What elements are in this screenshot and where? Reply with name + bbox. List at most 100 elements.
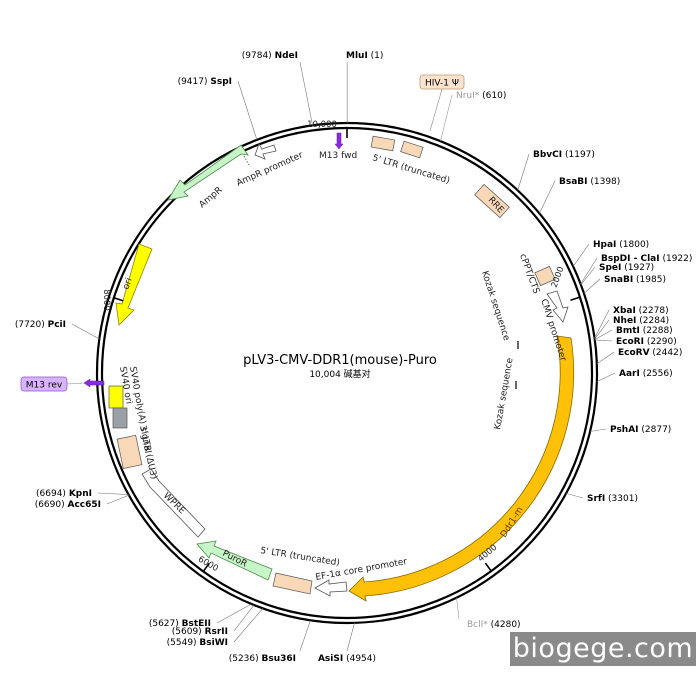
site-label: AarI (2556) (619, 369, 673, 379)
site-leader (71, 323, 100, 340)
label-ampr: AmpR (198, 185, 225, 210)
badge-hiv: HIV-1 Ψ (419, 74, 465, 132)
site-position: (2877) (639, 425, 672, 435)
feature-ori-arrow (115, 243, 153, 326)
feature-ltr5-top (370, 135, 424, 159)
site-bspdi: BspDI - ClaI (1922) (580, 254, 692, 285)
site-label: BbvCI (1197) (533, 150, 595, 160)
svg-text:HIV-1 Ψ: HIV-1 Ψ (425, 79, 459, 89)
site-leader (97, 492, 129, 495)
site-label: (5627) BstEII (149, 619, 211, 629)
site-ecori: EcoRI (2290) (594, 337, 677, 347)
label-wpre: WPRE (161, 491, 187, 517)
site-label: NheI (2284) (613, 316, 669, 326)
site-mlui: MluI (1) (346, 51, 383, 124)
site-name: BbvCI (533, 150, 562, 160)
site-leader (596, 372, 616, 382)
tick-label-0: 10,000 (307, 120, 337, 130)
tick-label-8000: 8000 (101, 289, 111, 311)
watermark: biogege.com (510, 632, 696, 666)
site-position: (2442) (650, 348, 683, 358)
site-name: SspI (210, 77, 232, 87)
site-kpni: (6694) KpnI (36, 489, 129, 499)
site-label: MluI (1) (346, 51, 383, 61)
site-label: (6690) Acc65I (35, 500, 101, 510)
site-name: EcoRV (618, 348, 650, 358)
site-leader (583, 278, 601, 294)
site-position: (610) (479, 91, 506, 101)
label-ori: ori (121, 277, 134, 291)
site-label: EcoRI (2290) (616, 337, 677, 347)
site-position: (2556) (640, 369, 673, 379)
site-acc65i: (6690) Acc65I (35, 494, 130, 510)
site-leader (594, 339, 613, 342)
site-position: (1398) (588, 177, 621, 187)
site-name: AsiSI (318, 654, 343, 664)
site-leader (456, 597, 460, 620)
site-position: (2284) (636, 316, 669, 326)
site-name: NheI (613, 316, 636, 326)
site-position: (5549) (167, 638, 200, 648)
site-name: RsrII (205, 627, 228, 637)
site-position: (2290) (644, 337, 677, 347)
site-srfi: SrfI (3301) (566, 493, 638, 504)
site-label: BmtI (2288) (616, 326, 673, 336)
label-ltr5-top: 5' LTR (truncated) (371, 153, 451, 186)
site-asisi: AsiSI (4954) (318, 622, 376, 664)
feature-sv40ori-box (112, 407, 128, 429)
site-sspi: (9417) SspI (178, 77, 258, 140)
site-leader (299, 61, 313, 126)
feature-ltr5-bottom-box (272, 572, 313, 595)
site-name: BstEII (182, 619, 211, 629)
site-leader (594, 319, 610, 340)
site-label: XbaI (2278) (613, 306, 669, 316)
site-bsu36i: (5236) Bsu36I (229, 620, 311, 664)
site-leader (517, 153, 530, 191)
site-position: (1800) (616, 240, 649, 250)
site-leader (106, 494, 130, 505)
site-pshai: PshAI (2877) (590, 425, 671, 435)
site-label: (5609) RsrII (172, 627, 228, 637)
site-leader (580, 257, 598, 285)
site-bmti: BmtI (2288) (594, 326, 673, 340)
site-name: MluI (346, 51, 368, 61)
site-label: HpaI (1800) (593, 240, 649, 250)
site-position: (1985) (633, 275, 666, 285)
site-leader (596, 351, 615, 364)
label-ltr5-bottom: 5' LTR (truncated) (260, 546, 341, 568)
site-name: BsiWI (199, 638, 228, 648)
site-leader (594, 329, 613, 340)
feature-ampr-dotted (243, 155, 250, 166)
site-name: HpaI (593, 240, 616, 250)
site-name: Acc65I (67, 500, 101, 510)
site-position: (5609) (172, 627, 205, 637)
site-name: NdeI (275, 51, 298, 61)
site-label: PshAI (2877) (610, 425, 671, 435)
site-bbvci: BbvCI (1197) (517, 150, 595, 191)
site-position: (5236) (229, 654, 262, 664)
site-position: (2278) (636, 306, 669, 316)
site-name: NruI* (456, 91, 480, 101)
tick-6000 (202, 562, 210, 572)
site-position: (1197) (562, 150, 595, 160)
site-leader (590, 428, 607, 432)
site-name: EcoRI (616, 337, 644, 347)
site-pcii: (7720) PciI (15, 320, 100, 340)
site-label: (9784) NdeI (242, 51, 298, 61)
feature-cppt (534, 265, 556, 287)
site-rsrii: (5609) RsrII (172, 604, 255, 637)
label-puror: PuroR (221, 549, 249, 570)
site-name: BsaBI (559, 177, 588, 187)
plasmid-name: pLV3-CMV-DDR1(mouse)-Puro (243, 353, 437, 368)
site-label: (5236) Bsu36I (229, 654, 296, 664)
site-position: (6690) (35, 500, 68, 510)
site-bsabi: BsaBI (1398) (539, 177, 621, 214)
site-label: SnaBI (1985) (604, 275, 666, 285)
site-leader (299, 620, 311, 652)
site-name: SrfI (587, 494, 605, 504)
label-kozak2: Kozak sequence (493, 357, 516, 431)
site-name: BclI* (467, 620, 488, 630)
badge-m13rev: M13 rev (20, 376, 85, 392)
site-label: BspDI - ClaI (1922) (601, 254, 692, 264)
